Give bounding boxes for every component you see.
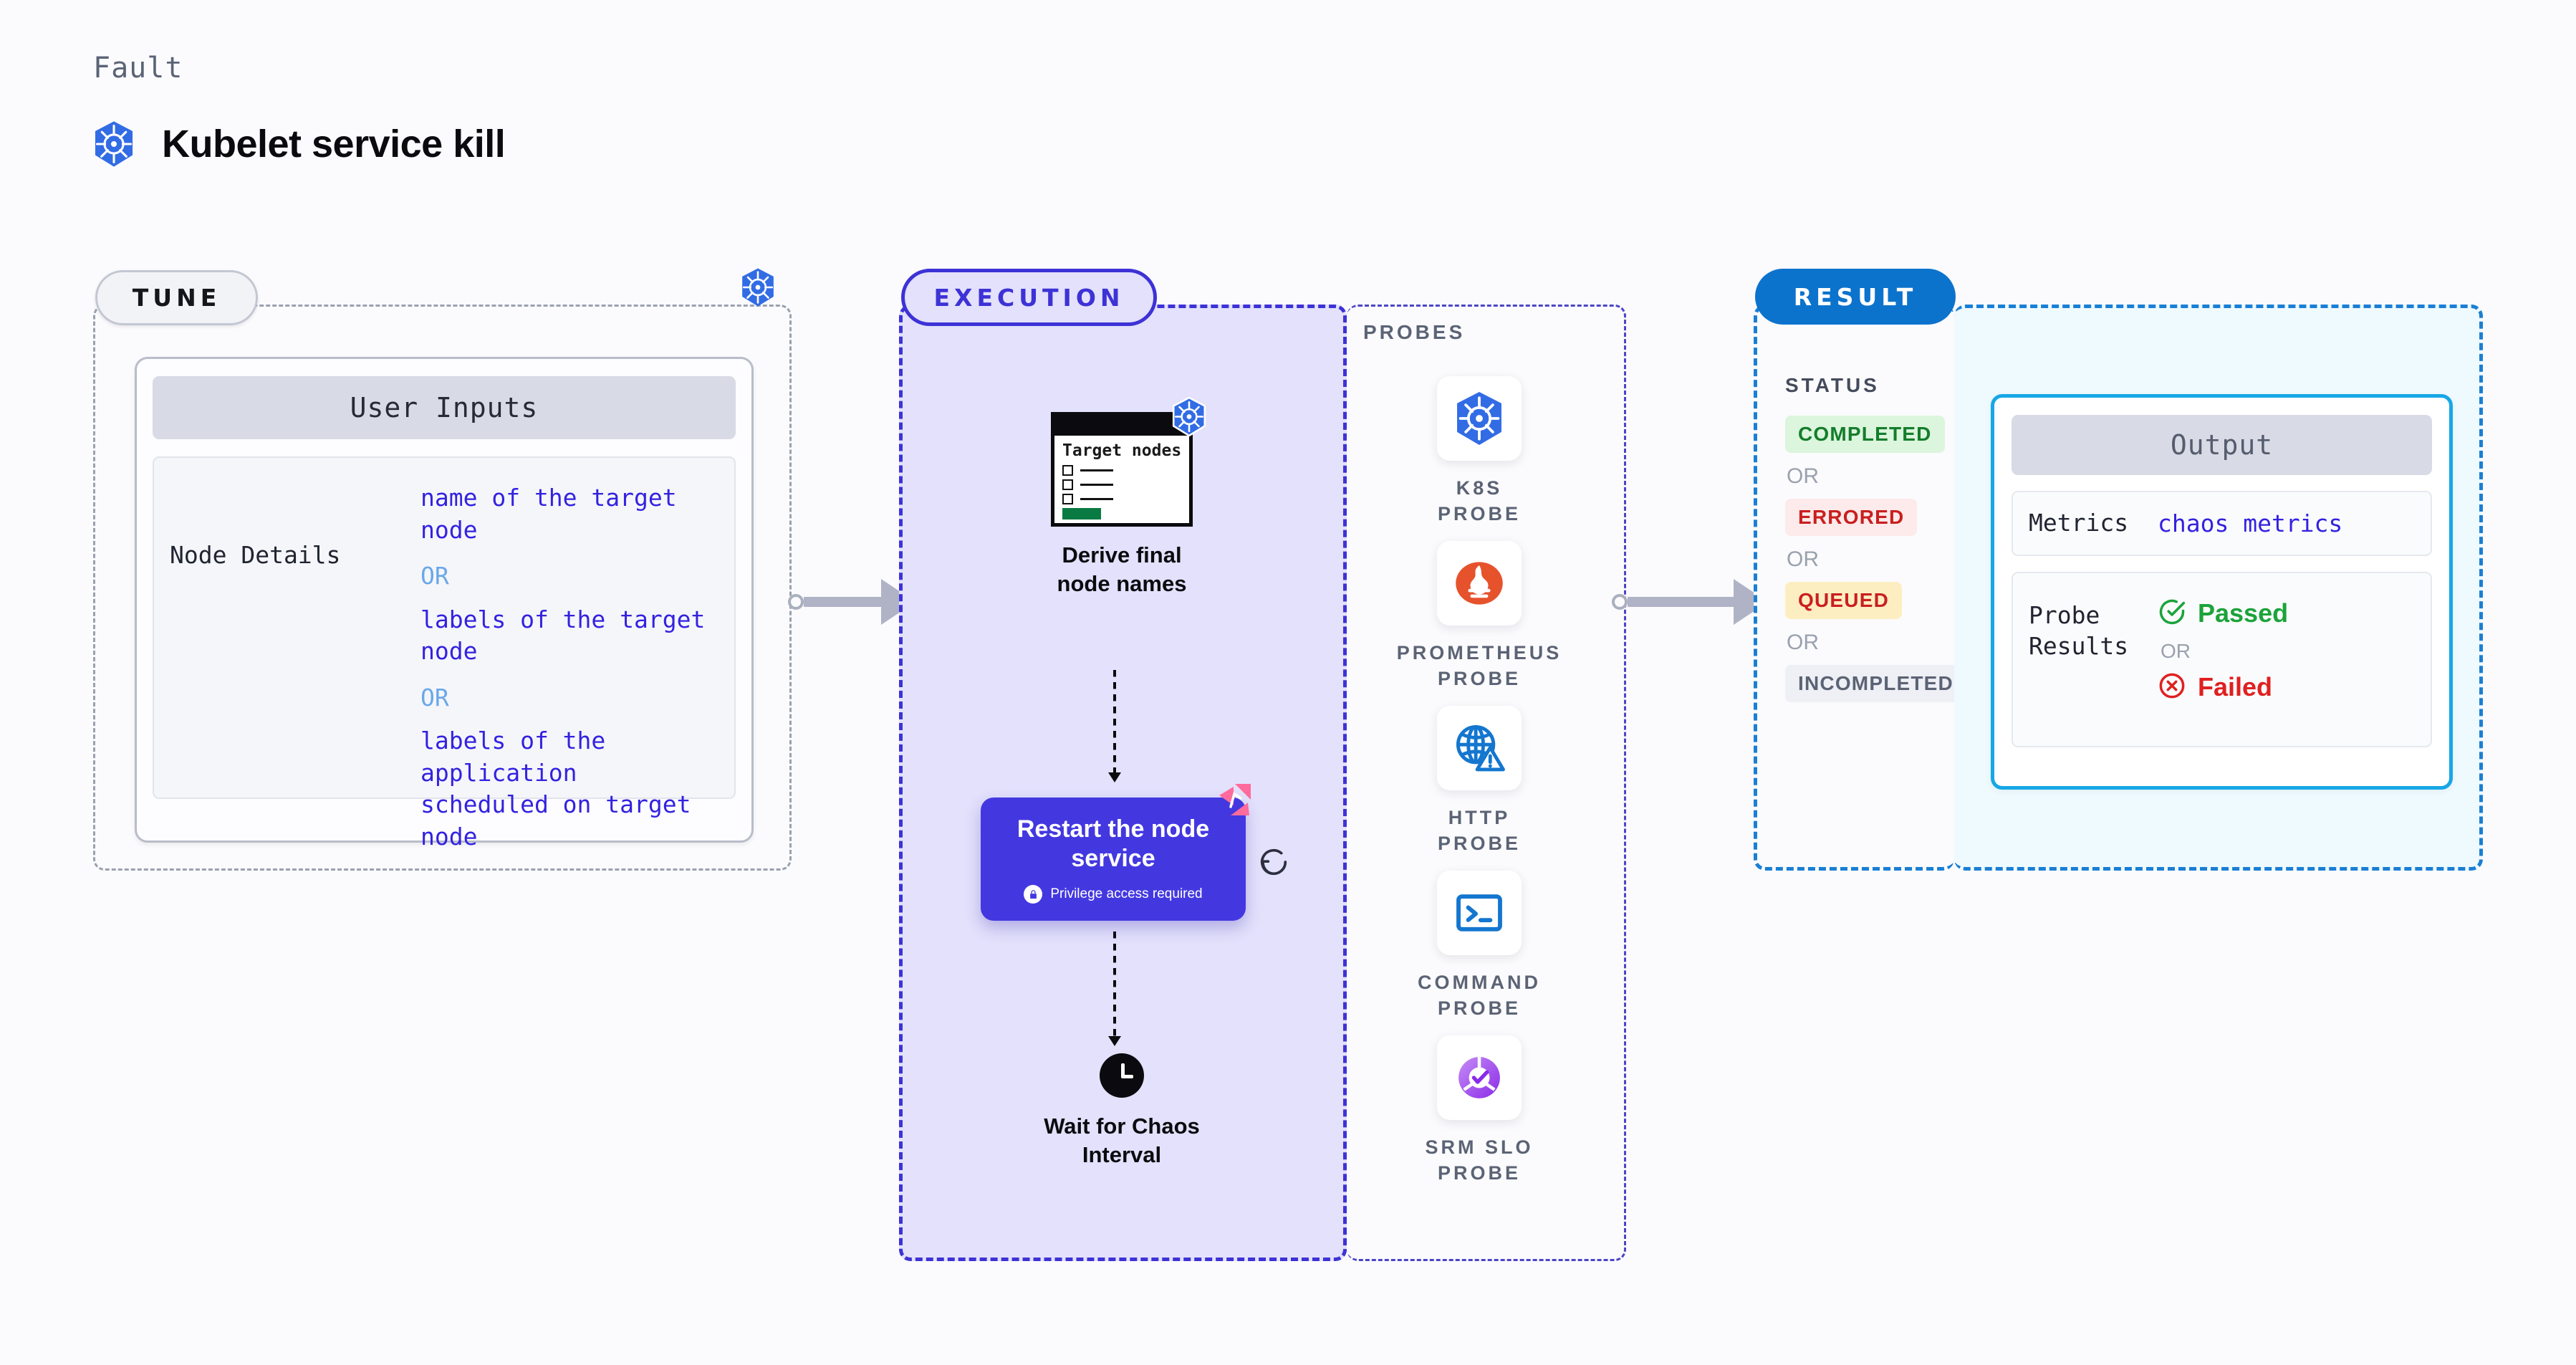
arrow-head-icon	[1108, 1036, 1121, 1046]
metrics-value[interactable]: chaos metrics	[2158, 509, 2343, 537]
probe-srm-slo[interactable]: SRM SLO PROBE	[1422, 1035, 1537, 1187]
step-derive-final-node-names: Target nodes	[1050, 396, 1206, 598]
probe-result-failed-label: Failed	[2198, 672, 2273, 702]
node-details-value-2: labels of the target node	[420, 605, 706, 666]
target-nodes-window: Target nodes	[1051, 396, 1206, 527]
probe-label: SRM SLO PROBE	[1425, 1136, 1534, 1184]
restart-card-subtitle: Privilege access required	[1050, 886, 1203, 902]
user-inputs-title: User Inputs	[153, 376, 736, 439]
status-list: COMPLETED OR ERRORED OR QUEUED OR INCOMP…	[1785, 416, 1966, 702]
connector-start-dot	[788, 594, 804, 610]
tune-panel	[93, 305, 792, 871]
status-separator: OR	[1787, 464, 1819, 488]
lock-icon	[1024, 885, 1043, 904]
slo-donut-check-icon	[1437, 1035, 1522, 1120]
probe-label: COMMAND PROBE	[1418, 972, 1541, 1020]
probe-label: PROMETHEUS PROBE	[1396, 642, 1562, 690]
probe-http[interactable]: HTTP PROBE	[1422, 706, 1537, 857]
node-details-or-2: OR	[420, 683, 449, 712]
probe-command[interactable]: COMMAND PROBE	[1418, 871, 1538, 1022]
step-restart-the-node-service[interactable]: Restart the node service Privilege acces…	[981, 798, 1246, 921]
check-circle-icon	[2158, 598, 2186, 630]
placeholder-line	[1080, 483, 1113, 486]
probe-label: K8S PROBE	[1437, 477, 1522, 525]
retry-loop-icon	[1257, 846, 1290, 882]
flow-arrow-2	[1113, 931, 1116, 1038]
checkbox-icon	[1062, 493, 1073, 504]
target-nodes-list	[1054, 461, 1189, 504]
placeholder-line	[1080, 469, 1113, 471]
kubernetes-icon	[1437, 376, 1522, 461]
node-details-label: Node Details	[170, 541, 341, 569]
globe-warning-icon	[1437, 706, 1522, 790]
connector-execution-to-result	[1612, 579, 1777, 625]
list-item	[1062, 464, 1189, 476]
status-separator: OR	[1787, 547, 1819, 571]
node-details-value-3: labels of the application scheduled on t…	[420, 727, 691, 851]
arrow-head-icon	[1108, 772, 1121, 782]
restart-card-subtitle-row: Privilege access required	[1024, 885, 1203, 904]
probe-label: HTTP PROBE	[1437, 807, 1522, 855]
step-wait-for-chaos-interval: Wait for Chaos Interval	[1044, 1053, 1200, 1169]
window-title-bar	[1054, 416, 1189, 436]
chaos-icon	[1216, 781, 1254, 822]
output-card: Output Metrics chaos metrics Probe Resul…	[1991, 394, 2453, 790]
fault-title-row: Kubelet service kill	[92, 120, 506, 168]
status-badge-incompleted: INCOMPLETED	[1785, 665, 1966, 702]
node-details-value-1: name of the target node	[420, 484, 677, 544]
wait-interval-caption: Wait for Chaos Interval	[1044, 1113, 1200, 1167]
probe-k8s[interactable]: K8S PROBE	[1422, 376, 1537, 527]
fault-kicker: Fault	[93, 52, 183, 85]
terminal-icon	[1437, 871, 1522, 955]
status-badge-completed: COMPLETED	[1785, 416, 1945, 453]
connector-line	[1628, 597, 1735, 607]
probe-results-separator: OR	[2161, 639, 2191, 662]
flow-arrow-1	[1113, 670, 1116, 774]
clock-icon	[1100, 1053, 1144, 1098]
probe-result-passed-label: Passed	[2198, 598, 2289, 628]
kubernetes-icon	[739, 267, 777, 311]
user-inputs-card: User Inputs Node Details name of the tar…	[135, 357, 754, 851]
probes-section-label: PROBES	[1363, 321, 1466, 343]
metrics-row: Metrics chaos metrics	[2012, 491, 2432, 556]
probe-results-label: Probe Results	[2029, 600, 2129, 660]
probe-results-values: Passed OR Failed	[2158, 598, 2288, 704]
placeholder-line	[1080, 497, 1113, 500]
output-card-title: Output	[2012, 415, 2432, 475]
tune-tab-label[interactable]: TUNE	[95, 270, 258, 325]
list-item	[1062, 479, 1189, 490]
status-badge-errored: ERRORED	[1785, 499, 1918, 536]
derive-node-caption: Derive final node names	[1057, 542, 1187, 596]
restart-card-title: Restart the node service	[1017, 815, 1210, 872]
connector-start-dot	[1612, 594, 1628, 610]
status-section-label: STATUS	[1785, 374, 1880, 396]
user-inputs-body: Node Details name of the target node OR …	[153, 456, 736, 851]
page-title: Kubelet service kill	[162, 123, 506, 166]
status-badge-queued: QUEUED	[1785, 582, 1902, 619]
probe-results-row: Probe Results Passed OR	[2012, 571, 2432, 747]
probe-prometheus[interactable]: PROMETHEUS PROBE	[1397, 541, 1559, 692]
x-circle-icon	[2158, 671, 2186, 704]
execution-tab-label[interactable]: EXECUTION	[901, 269, 1157, 326]
target-nodes-title: Target nodes	[1062, 441, 1182, 460]
probe-result-passed: Passed	[2158, 598, 2288, 630]
node-details-values: name of the target node OR labels of the…	[420, 482, 716, 851]
kubernetes-icon	[92, 120, 136, 168]
node-details-or-1: OR	[420, 562, 449, 590]
connector-line	[804, 597, 883, 607]
checkbox-icon	[1062, 464, 1073, 476]
probe-result-failed: Failed	[2158, 671, 2288, 704]
metrics-label: Metrics	[2029, 509, 2129, 537]
result-tab-label[interactable]: RESULT	[1755, 269, 1956, 325]
prometheus-icon	[1437, 541, 1522, 626]
status-separator: OR	[1787, 631, 1819, 654]
kubernetes-icon	[1171, 396, 1208, 440]
checkbox-icon	[1062, 479, 1073, 490]
list-item	[1062, 493, 1189, 504]
confirm-bar	[1062, 507, 1101, 519]
